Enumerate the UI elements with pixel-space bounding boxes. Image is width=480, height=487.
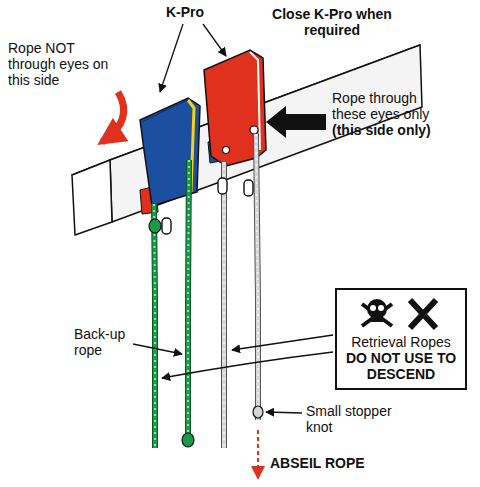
rope-braid (188, 160, 189, 434)
beam (72, 45, 422, 235)
callout-label: ABSEIL ROPE (270, 455, 410, 471)
danger-icon (356, 294, 446, 332)
rope-braid (223, 162, 225, 448)
callout-label: Close K-Pro when required (262, 6, 402, 38)
warning-box: Retrieval RopesDO NOT USE TO DESCEND (335, 288, 467, 390)
abseil-arrow (257, 430, 259, 468)
rope-outline (154, 204, 155, 448)
rope (154, 204, 155, 448)
callout-label: (this side only) (332, 122, 472, 138)
callout-label: Rope through these eyes only (332, 90, 452, 122)
carabiner (162, 178, 253, 234)
rope-outline (188, 160, 189, 434)
pointer-arrow (266, 106, 326, 138)
stopper-knot (149, 219, 263, 447)
callout-label: Back-up rope (74, 326, 134, 358)
callout-label: Small stopper knot (306, 403, 406, 435)
callout-label: Rope NOT through eyes on this side (8, 40, 118, 88)
rope (188, 160, 189, 434)
ropes (154, 134, 258, 448)
rope-outline (221, 162, 227, 448)
rope-braid (256, 134, 258, 420)
box-warning: DO NOT USE TO DESCEND (343, 350, 459, 382)
box-heading: Retrieval Ropes (343, 334, 459, 350)
abseil-arrow-head (251, 466, 265, 480)
warning-arrow (102, 92, 124, 142)
rope (256, 134, 258, 420)
leader-line (133, 24, 333, 413)
rope-outline (256, 134, 258, 420)
rope-braid (154, 204, 155, 448)
rope (222, 162, 226, 448)
callout-label: K-Pro (166, 4, 226, 20)
